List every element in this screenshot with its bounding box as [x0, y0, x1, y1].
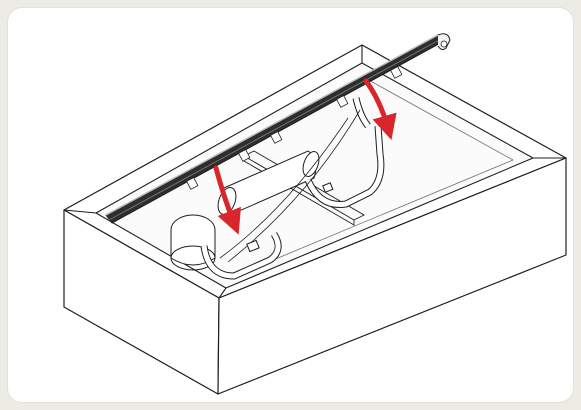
side-face [217, 157, 567, 395]
arrow-down-left [213, 165, 241, 235]
installation-diagram [63, 33, 567, 395]
direction-arrows [213, 78, 397, 235]
arrow-down-right [363, 78, 397, 141]
illustration-frame [8, 8, 573, 402]
pump-assembly [170, 97, 385, 280]
lid-rail [105, 33, 451, 224]
